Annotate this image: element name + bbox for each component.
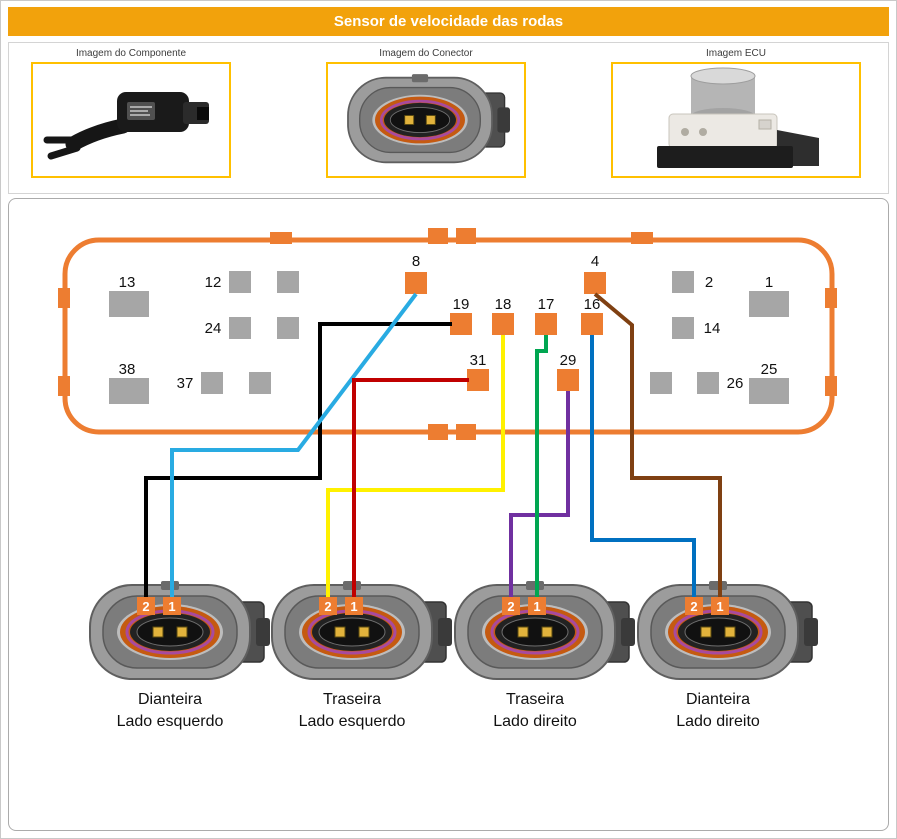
wire-ecu29-to-rear-right-pin2	[509, 391, 570, 605]
housing-alignment-tabs	[58, 228, 837, 440]
rear-left-pin1-number: 1	[350, 599, 357, 614]
ecu-pin-26	[697, 372, 719, 394]
ecu-pin-1	[749, 291, 789, 317]
front-left-pin2-tag	[137, 597, 155, 615]
sensor-connector-rear-right	[453, 579, 637, 681]
rear-right-pin1-tag	[528, 597, 546, 615]
wiring-diagram: 13 12 24 38 37 2 1 14 26 25	[58, 228, 837, 730]
ecu-pin-4-label: 4	[591, 253, 599, 270]
ecu-pin-8	[405, 272, 427, 294]
rear-left-pin2-tag	[319, 597, 337, 615]
ecu-pin-31-label: 31	[470, 352, 487, 369]
wire-ecu4-to-front-right-pin1	[593, 292, 722, 605]
title-bar: Sensor de velocidade das rodas	[8, 7, 889, 36]
sensor-pin-tags-and-labels: 2 1 Dianteira Lado esquerdo 2 1 Traseira…	[117, 597, 760, 730]
front-right-label-line2: Lado direito	[676, 713, 760, 730]
ecu-pin-24-label: 24	[205, 320, 222, 337]
ecu-pin-14	[672, 317, 694, 339]
front-right-pin2-number: 2	[690, 599, 697, 614]
ecu-pin-19	[450, 313, 472, 335]
wiring-diagram-section: 13 12 24 38 37 2 1 14 26 25	[8, 198, 889, 831]
ecu-pin-17	[535, 313, 557, 335]
rear-right-pin2-tag	[502, 597, 520, 615]
sensor-connector-front-left	[88, 579, 272, 681]
ecu-pin-18-label: 18	[495, 296, 512, 313]
ecu-pin-16-label: 16	[584, 296, 601, 313]
ecu-pin-unlabeled	[650, 372, 672, 394]
ecu-pin-unlabeled	[249, 372, 271, 394]
rear-right-pin2-number: 2	[507, 599, 514, 614]
rear-right-label-line1: Traseira	[506, 691, 564, 708]
wire-ecu8-to-front-left-pin1	[170, 292, 418, 605]
wheel-speed-sensor-photo	[43, 92, 209, 160]
wire-ecu16-to-front-right-pin2	[590, 335, 696, 605]
ecu-pin-25	[749, 378, 789, 404]
sensor-connector-rear-left	[270, 579, 454, 681]
ecu-pin-1-label: 1	[765, 274, 773, 291]
front-right-label-line1: Dianteira	[686, 691, 750, 708]
front-left-pin1-number: 1	[168, 599, 175, 614]
ecu-pin-12-label: 12	[205, 274, 222, 291]
ecu-pin-17-label: 17	[538, 296, 555, 313]
rear-left-label-line2: Lado esquerdo	[299, 713, 406, 730]
front-right-pin2-tag	[685, 597, 703, 615]
wire-ecu17-to-rear-right-pin1	[535, 335, 548, 605]
front-left-label-line1: Dianteira	[138, 691, 202, 708]
front-left-pin2-number: 2	[142, 599, 149, 614]
wire-ecu31-to-rear-left-pin1	[352, 378, 469, 605]
ecu-pin-13-label: 13	[119, 274, 136, 291]
ecu-pin-2-label: 2	[705, 274, 713, 291]
ecu-unused-pins: 13 12 24 38 37 2 1 14 26 25	[109, 271, 789, 404]
ecu-pin-31	[467, 369, 489, 391]
rear-right-pin1-number: 1	[533, 599, 540, 614]
ecu-pin-12	[229, 271, 251, 293]
wire-ecu18-to-rear-left-pin2	[326, 335, 505, 605]
ecu-pin-38-label: 38	[119, 361, 136, 378]
front-right-pin1-tag	[711, 597, 729, 615]
ecu-pin-14-label: 14	[704, 320, 721, 337]
sensor-connector-photo	[346, 72, 512, 164]
rear-right-label-line2: Lado direito	[493, 713, 577, 730]
ecu-pin-16	[581, 313, 603, 335]
connector-image-caption: Imagem do Conector	[379, 48, 473, 59]
ecu-pin-8-label: 8	[412, 253, 420, 270]
ecu-photo-frame	[611, 62, 861, 178]
ecu-pin-37-label: 37	[177, 375, 194, 392]
ecu-pin-19-label: 19	[453, 296, 470, 313]
rear-left-pin1-tag	[345, 597, 363, 615]
reference-images-section: Imagem do Componente Imagem do Conector …	[8, 42, 889, 194]
connector-photo-frame	[326, 62, 526, 178]
rear-left-pin2-number: 2	[324, 599, 331, 614]
ecu-pin-25-label: 25	[761, 361, 778, 378]
ecu-pin-37	[201, 372, 223, 394]
ecu-pin-29-label: 29	[560, 352, 577, 369]
ecu-used-pins: 8 4 19 18 17 16 31 29	[405, 253, 606, 391]
ecu-pin-2	[672, 271, 694, 293]
page-title: Sensor de velocidade das rodas	[333, 13, 564, 30]
front-right-pin1-number: 1	[716, 599, 723, 614]
ecu-pin-18	[492, 313, 514, 335]
ecu-pin-4	[584, 272, 606, 294]
front-left-pin1-tag	[163, 597, 181, 615]
wiring	[144, 292, 722, 605]
ecu-pin-24	[229, 317, 251, 339]
front-left-label-line2: Lado esquerdo	[117, 713, 224, 730]
ecu-pin-29	[557, 369, 579, 391]
wire-ecu19-to-front-left-pin2	[144, 322, 452, 605]
ecu-pin-38	[109, 378, 149, 404]
component-photo-frame	[31, 62, 231, 178]
ecu-pin-26-label: 26	[727, 375, 744, 392]
ecu-pin-unlabeled	[277, 317, 299, 339]
rear-left-label-line1: Traseira	[323, 691, 381, 708]
component-image-caption: Imagem do Componente	[75, 48, 187, 59]
ecu-image-caption: Imagem ECU	[705, 48, 766, 59]
ecu-pin-unlabeled	[277, 271, 299, 293]
abs-ecu-photo	[657, 67, 819, 168]
ecu-pin-13	[109, 291, 149, 317]
sensor-connector-front-right	[636, 579, 820, 681]
